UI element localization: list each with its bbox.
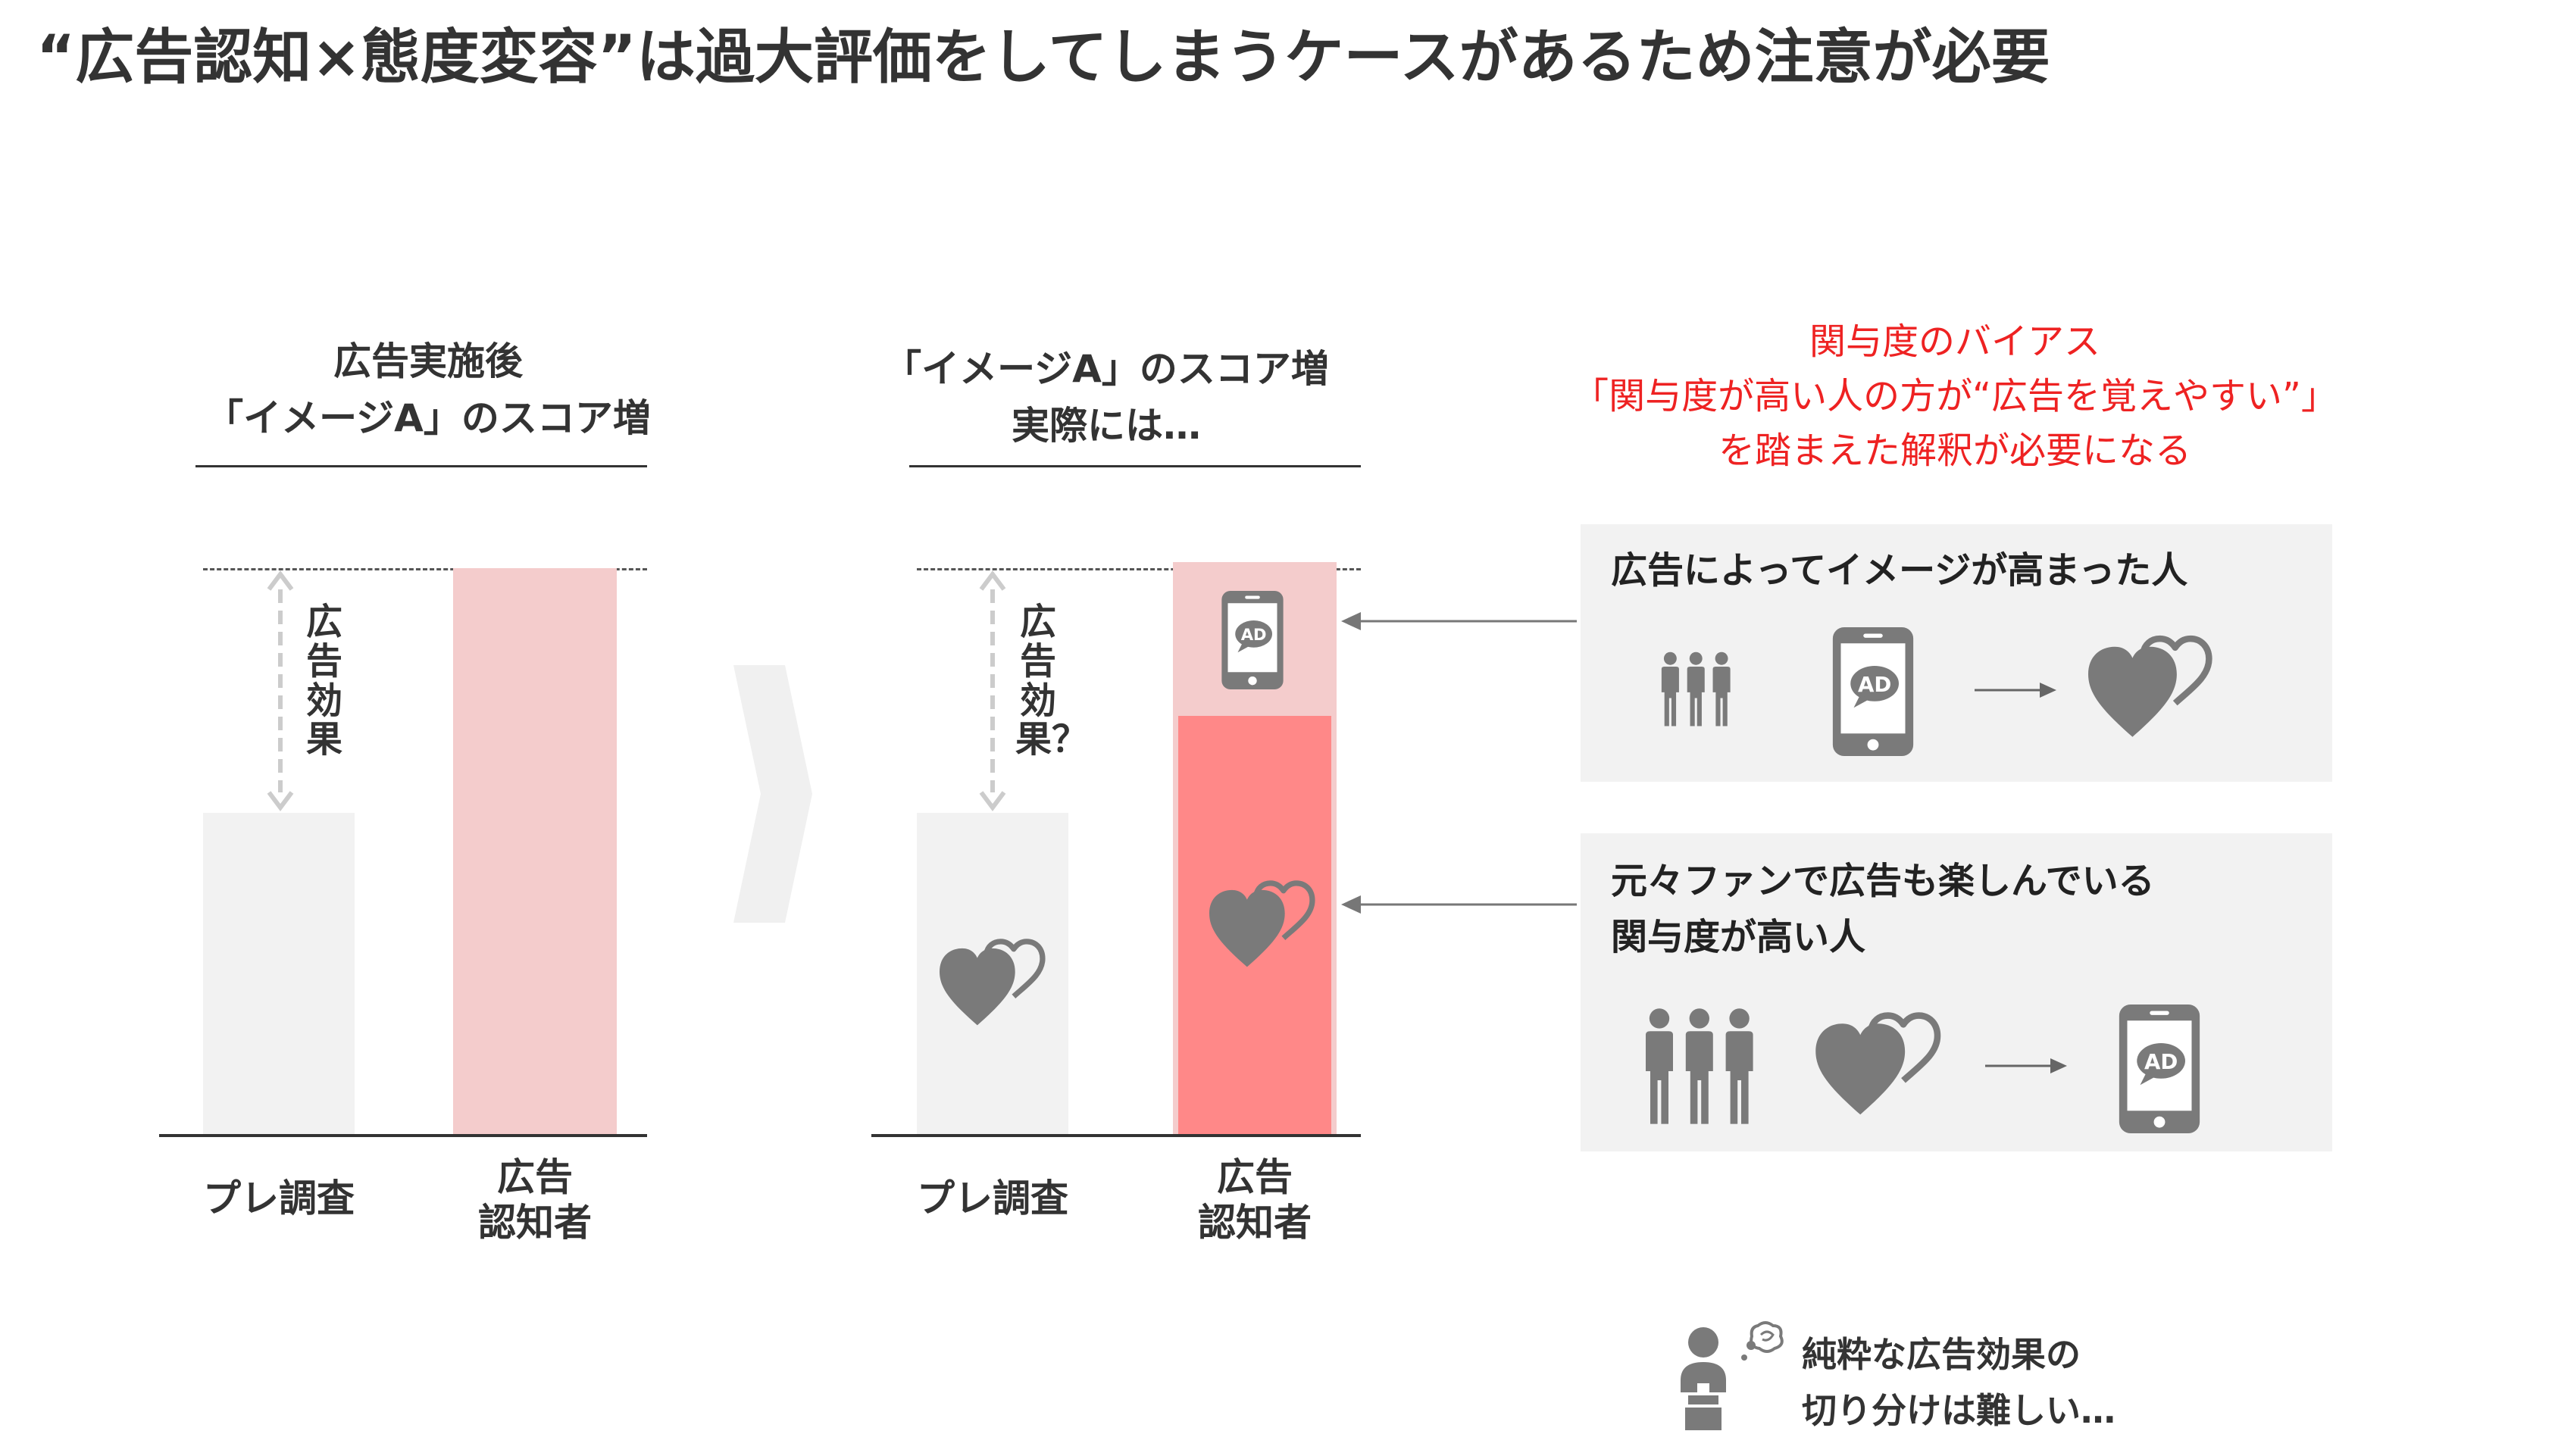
mid-target-dashed-line (917, 568, 1361, 570)
left-label-ad-recognizer: 広告 認知者 (421, 1154, 649, 1245)
mid-heading-line2: 実際には… (1012, 404, 1201, 448)
box-image-improved-people: 広告によってイメージが高まった人 (1581, 524, 2332, 782)
arrow-right-icon (1975, 683, 2056, 698)
left-label-line2: 認知者 (478, 1201, 592, 1245)
mid-heading-line1: 「イメージA」のスコア増 (883, 347, 1329, 391)
mid-panel-heading: 「イメージA」のスコア増 実際には… (871, 341, 1341, 455)
bias-note: 関与度のバイアス 「関与度が高い人の方が“広告を覚えやすい”」 を踏まえた解釈が… (1546, 314, 2364, 478)
bottom-note: 純粋な広告効果の 切り分けは難しい… (1802, 1327, 2116, 1439)
people-group-icon (1661, 651, 1731, 726)
note-line1: 純粋な広告効果の (1802, 1334, 2081, 1375)
left-effect-label: 広告効果 (305, 601, 342, 761)
people-group-icon (1646, 1008, 1753, 1124)
bias-line2: 「関与度が高い人の方が“広告を覚えやすい”」 (1572, 375, 2338, 417)
left-heading-underline (195, 465, 647, 467)
mid-label-line2: 認知者 (1198, 1201, 1312, 1245)
left-panel-heading: 広告実施後 「イメージA」のスコア増 (193, 333, 663, 447)
chevron-right-icon (733, 665, 812, 923)
box2-title: 元々ファンで広告も楽しんでいる 関与度が高い人 (1611, 853, 2155, 966)
arrow-left-icon (1341, 895, 1577, 914)
mid-heading-underline (909, 465, 1361, 467)
thinking-person-icon (1681, 1321, 1784, 1430)
mid-label-line1: 広告 (1217, 1155, 1293, 1199)
left-heading-line2: 「イメージA」のスコア増 (205, 396, 651, 440)
arrow-left-icon (1341, 612, 1577, 630)
heart-icon (1814, 1009, 1947, 1123)
box-high-involvement-fans: 元々ファンで広告も楽しんでいる 関与度が高い人 (1581, 833, 2332, 1151)
bias-line3: を踏まえた解釈が必要になる (1718, 430, 2191, 472)
left-label-pre-survey: プレ調査 (203, 1176, 355, 1220)
arrow-right-icon (1985, 1058, 2067, 1073)
mid-effect-label: 広告効果？ (1015, 601, 1089, 761)
mid-effect-arrow (979, 570, 1006, 811)
box2-title-line2: 関与度が高い人 (1611, 916, 1866, 959)
left-baseline (159, 1134, 647, 1137)
box1-title: 広告によってイメージが高まった人 (1611, 549, 2188, 592)
left-heading-line1: 広告実施後 (333, 339, 523, 383)
smartphone-ad-icon (1221, 591, 1284, 689)
page-title: “広告認知×態度変容”は過大評価をしてしまうケースがあるため注意が必要 (36, 23, 2050, 92)
left-label-line1: 広告 (497, 1155, 573, 1199)
note-line2: 切り分けは難しい… (1802, 1389, 2116, 1431)
left-ad-recognizer-bar (453, 568, 617, 1134)
smartphone-ad-icon (1832, 627, 1914, 756)
heart-icon (940, 936, 1049, 1033)
left-pre-survey-bar (203, 813, 355, 1134)
mid-label-ad-recognizer: 広告 認知者 (1141, 1154, 1368, 1245)
mid-label-pre-survey: プレ調査 (917, 1176, 1068, 1220)
box2-title-line1: 元々ファンで広告も楽しんでいる (1611, 860, 2155, 902)
left-target-dashed-line (203, 568, 647, 570)
smartphone-ad-icon (2119, 1005, 2200, 1133)
heart-icon (2088, 632, 2217, 745)
mid-baseline (871, 1134, 1361, 1137)
bias-line1: 関与度のバイアス (1809, 320, 2100, 363)
heart-icon (1209, 877, 1319, 974)
left-effect-arrow (267, 570, 294, 811)
